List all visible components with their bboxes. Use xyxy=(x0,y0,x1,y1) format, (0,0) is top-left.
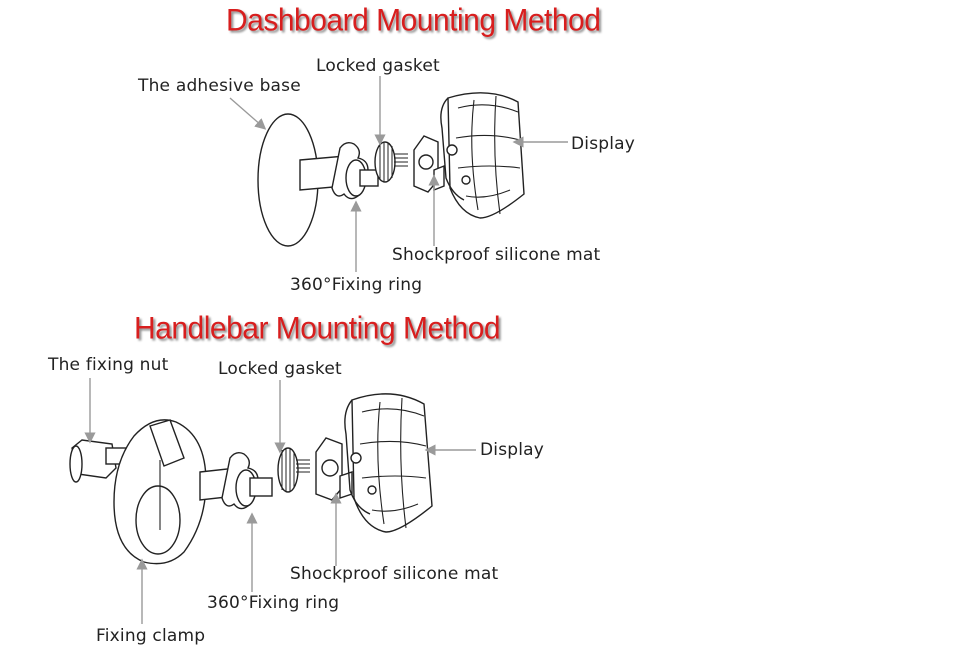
handlebar-fixing-ring xyxy=(221,451,273,510)
handlebar-fixing-clamp xyxy=(113,419,207,565)
label-display: Display xyxy=(571,134,636,154)
handlebar-assembly xyxy=(69,393,433,565)
dashboard-silicone-mat xyxy=(413,135,445,193)
label-fixing-ring: 360°Fixing ring xyxy=(290,275,423,295)
label-adhesive-base: The adhesive base xyxy=(138,76,301,96)
label-display-2: Display xyxy=(480,440,545,460)
dashboard-assembly xyxy=(257,92,525,247)
label-locked-gasket-2: Locked gasket xyxy=(218,359,342,379)
label-fixing-ring-2: 360°Fixing ring xyxy=(207,593,340,613)
dashboard-leaders xyxy=(229,76,568,272)
label-fixing-clamp: Fixing clamp xyxy=(96,626,206,646)
dashboard-fixing-ring xyxy=(331,141,379,200)
label-fixing-nut: The fixing nut xyxy=(48,355,169,375)
label-silicone-mat: Shockproof silicone mat xyxy=(392,245,601,265)
dashboard-display xyxy=(440,92,525,219)
handlebar-display xyxy=(344,393,433,533)
dashboard-locked-gasket xyxy=(374,141,408,183)
handlebar-leaders xyxy=(84,378,476,624)
handlebar-silicone-mat xyxy=(315,437,353,501)
handlebar-locked-gasket xyxy=(277,447,310,493)
label-silicone-mat-2: Shockproof silicone mat xyxy=(290,564,499,584)
label-locked-gasket: Locked gasket xyxy=(316,56,440,76)
handlebar-title: Handlebar Mounting Method xyxy=(134,311,501,346)
dashboard-title: Dashboard Mounting Method xyxy=(226,3,601,38)
